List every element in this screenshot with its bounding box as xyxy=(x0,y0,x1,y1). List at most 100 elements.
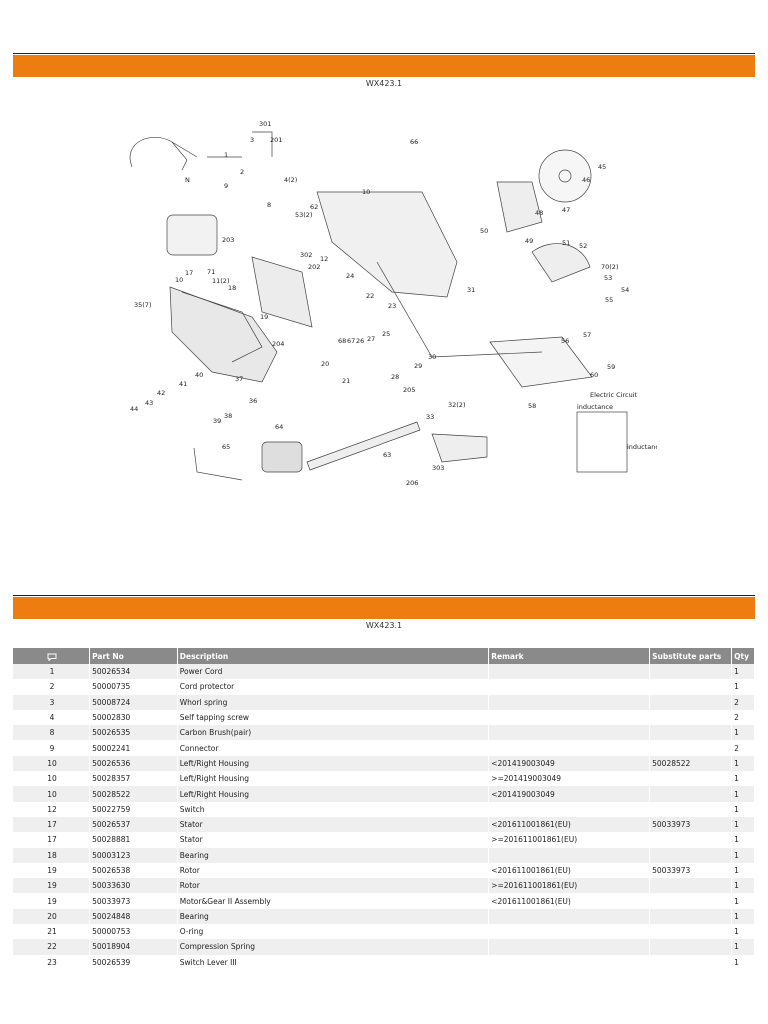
svg-text:53: 53 xyxy=(604,274,612,282)
svg-text:301: 301 xyxy=(259,120,271,128)
cell-qty: 1 xyxy=(731,786,755,802)
svg-text:26: 26 xyxy=(356,337,364,345)
cell-qty: 1 xyxy=(731,771,755,787)
svg-text:39: 39 xyxy=(213,417,221,425)
svg-text:29: 29 xyxy=(414,362,422,370)
svg-text:51: 51 xyxy=(562,239,570,247)
diagram-labels: 301 3 201 1 2 9 N 8 4(2) 66 45 46 47 10 … xyxy=(130,120,663,487)
main-housing-shape xyxy=(316,191,458,298)
cell-ref-number: 19 xyxy=(13,893,91,909)
cell-ref-number: 17 xyxy=(13,832,91,848)
cell-description: Stator xyxy=(177,832,490,848)
cell-ref-number: 1 xyxy=(13,664,91,680)
power-cord-shape xyxy=(129,137,198,168)
exploded-parts-diagram: 301 3 201 1 2 9 N 8 4(2) 66 45 46 47 10 … xyxy=(112,112,663,500)
cell-substitute xyxy=(649,694,733,710)
cell-remark xyxy=(488,709,651,726)
cell-part-no: 50000753 xyxy=(89,924,178,940)
column-header-remark[interactable]: Remark xyxy=(488,648,651,664)
svg-text:47: 47 xyxy=(562,206,570,214)
cell-part-no: 50000735 xyxy=(89,679,178,695)
cell-part-no: 50033630 xyxy=(89,878,178,894)
svg-text:303: 303 xyxy=(432,464,444,472)
svg-text:25: 25 xyxy=(382,330,390,338)
blade-guard-shape xyxy=(496,181,543,233)
cell-remark xyxy=(488,801,651,817)
cell-substitute xyxy=(649,786,733,802)
svg-text:23: 23 xyxy=(388,302,396,310)
svg-text:36: 36 xyxy=(249,397,257,405)
svg-text:206: 206 xyxy=(406,479,418,487)
svg-text:49: 49 xyxy=(525,237,533,245)
cell-remark: <201419003049 xyxy=(488,755,651,772)
svg-text:42: 42 xyxy=(157,389,165,397)
cell-description: Left/Right Housing xyxy=(177,771,490,787)
cell-part-no: 50033973 xyxy=(89,893,178,909)
cell-ref-number: 20 xyxy=(13,908,91,925)
stator-shape xyxy=(166,214,218,256)
cell-remark: <201611001861(EU) xyxy=(488,862,651,879)
cell-ref-number: 18 xyxy=(13,847,91,863)
svg-text:12: 12 xyxy=(320,255,328,263)
column-header-description[interactable]: Description xyxy=(177,648,490,664)
svg-text:203: 203 xyxy=(222,236,234,244)
cell-part-no: 50026536 xyxy=(89,755,178,772)
cell-substitute xyxy=(649,771,733,787)
cell-part-no: 50008724 xyxy=(89,694,178,710)
column-header-part-no[interactable]: Part No xyxy=(89,648,178,664)
column-header-qty[interactable]: Qty xyxy=(731,648,755,664)
cell-description: Switch Lever III xyxy=(177,954,490,970)
svg-text:44: 44 xyxy=(130,405,138,413)
cell-description: Motor&Gear II Assembly xyxy=(177,893,490,909)
svg-text:37: 37 xyxy=(235,375,243,383)
cell-substitute xyxy=(649,725,733,741)
svg-text:3: 3 xyxy=(250,136,254,144)
cell-description: Power Cord xyxy=(177,664,490,680)
cell-part-no: 50003123 xyxy=(89,847,178,863)
svg-text:28: 28 xyxy=(391,373,399,381)
cell-ref-number: 2 xyxy=(13,679,91,695)
cell-ref-number: 21 xyxy=(13,924,91,940)
column-header-number[interactable] xyxy=(13,648,91,664)
cell-substitute: 50033973 xyxy=(649,816,733,833)
cell-description: Left/Right Housing xyxy=(177,786,490,802)
comment-icon xyxy=(47,653,57,661)
svg-text:Electric Circuit: Electric Circuit xyxy=(590,391,638,399)
electric-circuit-shape xyxy=(576,411,628,473)
svg-text:64: 64 xyxy=(275,423,283,431)
cell-qty: 2 xyxy=(731,709,755,726)
cell-part-no: 50028881 xyxy=(89,832,178,848)
cell-ref-number: 3 xyxy=(13,694,91,710)
svg-text:18: 18 xyxy=(228,284,236,292)
cell-substitute: 50028522 xyxy=(649,755,733,772)
cell-ref-number: 10 xyxy=(13,786,91,802)
diagram-svg: 301 3 201 1 2 9 N 8 4(2) 66 45 46 47 10 … xyxy=(129,120,663,487)
column-header-substitute[interactable]: Substitute parts xyxy=(649,648,733,664)
svg-text:inductance: inductance xyxy=(577,403,613,411)
svg-text:19: 19 xyxy=(260,313,268,321)
cell-description: Self tapping screw xyxy=(177,709,490,726)
cell-remark xyxy=(488,954,651,970)
svg-text:32(2): 32(2) xyxy=(448,401,465,409)
